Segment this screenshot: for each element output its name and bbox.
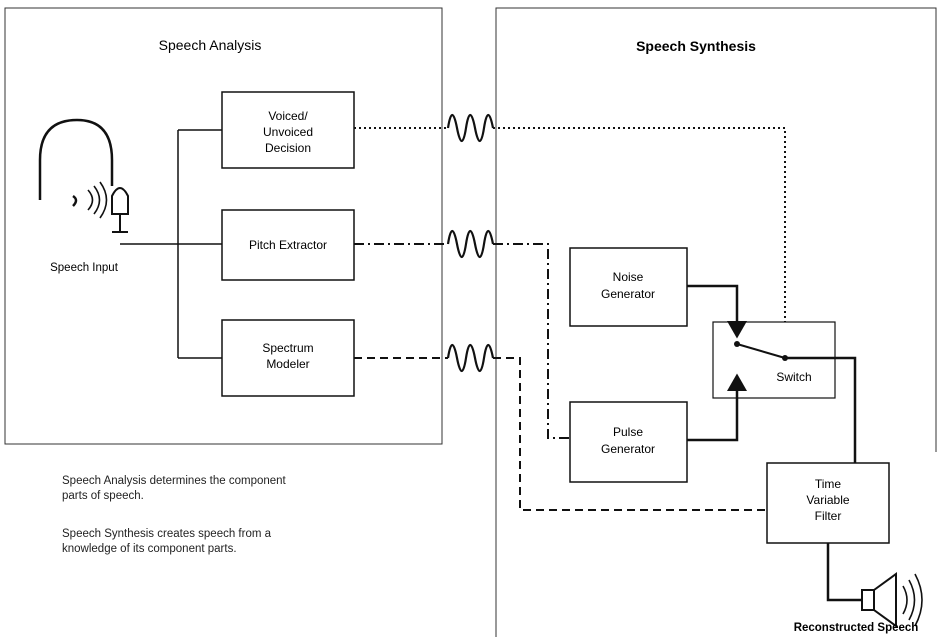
analysis-caption-line-2: parts of speech. — [62, 490, 144, 502]
microphone-icon — [111, 187, 129, 233]
voiced-signal-line — [354, 113, 786, 358]
svg-text:Noise: Noise — [613, 270, 644, 284]
svg-text:Generator: Generator — [601, 287, 655, 301]
pitch-signal-line — [354, 229, 570, 439]
switch-block: Switch — [712, 321, 836, 399]
svg-text:Pitch Extractor: Pitch Extractor — [249, 238, 327, 252]
synthesis-connections — [687, 284, 862, 602]
reconstructed-speech-label: Reconstructed Speech — [794, 622, 919, 634]
svg-text:Pulse: Pulse — [613, 425, 643, 439]
svg-text:Decision: Decision — [265, 141, 311, 155]
pulse-generator-block: Pulse Generator — [569, 401, 688, 483]
analysis-panel — [4, 7, 443, 445]
synthesis-caption-line-2: knowledge of its component parts. — [62, 543, 237, 555]
noise-generator-block: Noise Generator — [569, 247, 688, 327]
synthesis-panel — [495, 7, 937, 637]
svg-text:Voiced/: Voiced/ — [268, 109, 308, 123]
svg-text:Switch: Switch — [776, 370, 811, 384]
synthesis-caption-line-1: Speech Synthesis creates speech from a — [62, 528, 272, 540]
synthesis-caption: Speech Synthesis creates speech from a k… — [62, 527, 392, 557]
synthesis-title: Speech Synthesis — [636, 38, 756, 54]
svg-text:Modeler: Modeler — [266, 357, 309, 371]
time-variable-filter-block: Time Variable Filter — [766, 462, 890, 544]
loudspeaker-icon — [861, 572, 923, 628]
svg-text:Filter: Filter — [815, 509, 842, 523]
svg-text:Time: Time — [815, 477, 842, 491]
analysis-title: Speech Analysis — [159, 37, 262, 53]
analysis-caption: Speech Analysis determines the component… — [62, 474, 392, 504]
speaker-head-icon — [38, 118, 114, 219]
svg-text:Unvoiced: Unvoiced — [263, 125, 313, 139]
svg-text:Variable: Variable — [806, 493, 849, 507]
spectrum-modeler-block: Spectrum Modeler — [221, 319, 355, 397]
analysis-caption-line-1: Speech Analysis determines the component — [62, 475, 286, 487]
svg-text:Spectrum: Spectrum — [262, 341, 313, 355]
svg-text:Generator: Generator — [601, 442, 655, 456]
speech-input-label: Speech Input — [50, 262, 119, 274]
voiced-unvoiced-block: Voiced/ Unvoiced Decision — [221, 91, 355, 169]
pitch-extractor-block: Pitch Extractor — [221, 209, 355, 281]
analysis-bus-lines — [120, 129, 222, 359]
spectrum-signal-line — [354, 343, 767, 511]
